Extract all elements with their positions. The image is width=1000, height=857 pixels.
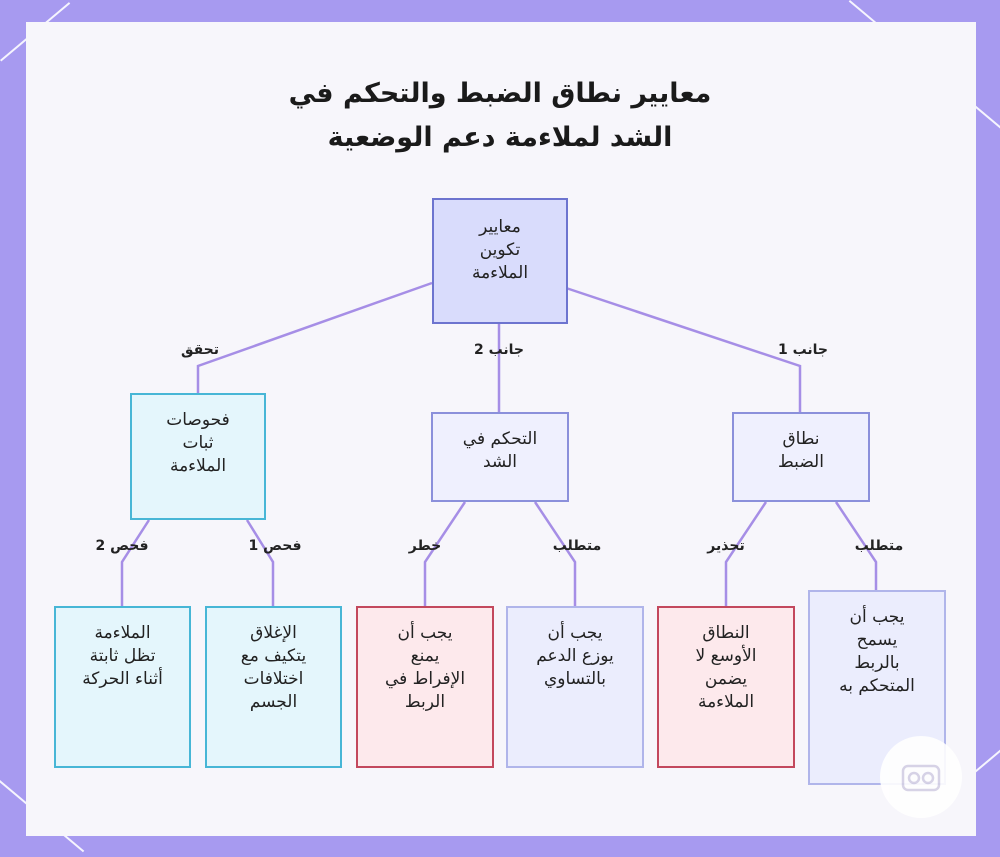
node-tension-risk: يجب أن يمنع الإفراط في الربط [356,606,494,768]
node-tension: التحكم في الشد [431,412,569,502]
edge-root-checks [196,281,433,393]
edge-label-req2: متطلب [552,538,602,554]
edge-label-side1: جانب 1 [777,342,829,358]
edge-range-req [834,501,878,590]
edge-label-side2: جانب 2 [473,342,525,358]
node-root: معايير تكوين الملاءمة [432,198,568,324]
edge-label-risk: خطر [408,538,442,554]
node-check-1: الإغلاق يتكيف مع اختلافات الجسم [205,606,342,768]
logo-icon [880,736,962,818]
edge-label-verify: تحقق [180,342,220,358]
edge-tension-req [533,501,577,606]
edge-tension-risk [423,501,467,606]
node-check-2: الملاءمة تظل ثابتة أثناء الحركة [54,606,191,768]
edge-root-range [565,286,802,412]
edge-label-warn: تحذير [707,538,745,554]
edge-label-check2: فحص 2 [95,538,149,554]
diagram-title: معايير نطاق الضبط والتحكم في الشد لملاءم… [200,72,800,160]
edge-label-req1: متطلب [854,538,904,554]
node-range-requirement: يجب أن يسمح بالربط المتحكم به [808,590,946,785]
node-tension-requirement: يجب أن يوزع الدعم بالتساوي [506,606,644,768]
edge-checks-check1 [245,519,275,606]
node-range: نطاق الضبط [732,412,870,502]
edge-range-warn [724,501,768,606]
node-checks: فحوصات ثبات الملاءمة [130,393,266,520]
edge-checks-check2 [120,519,151,606]
node-range-warning: النطاق الأوسع لا يضمن الملاءمة [657,606,795,768]
title-line-2: الشد لملاءمة دعم الوضعية [327,122,673,153]
title-line-1: معايير نطاق الضبط والتحكم في [288,78,712,109]
edge-label-check1: فحص 1 [248,538,302,554]
logo-mark [901,764,941,792]
